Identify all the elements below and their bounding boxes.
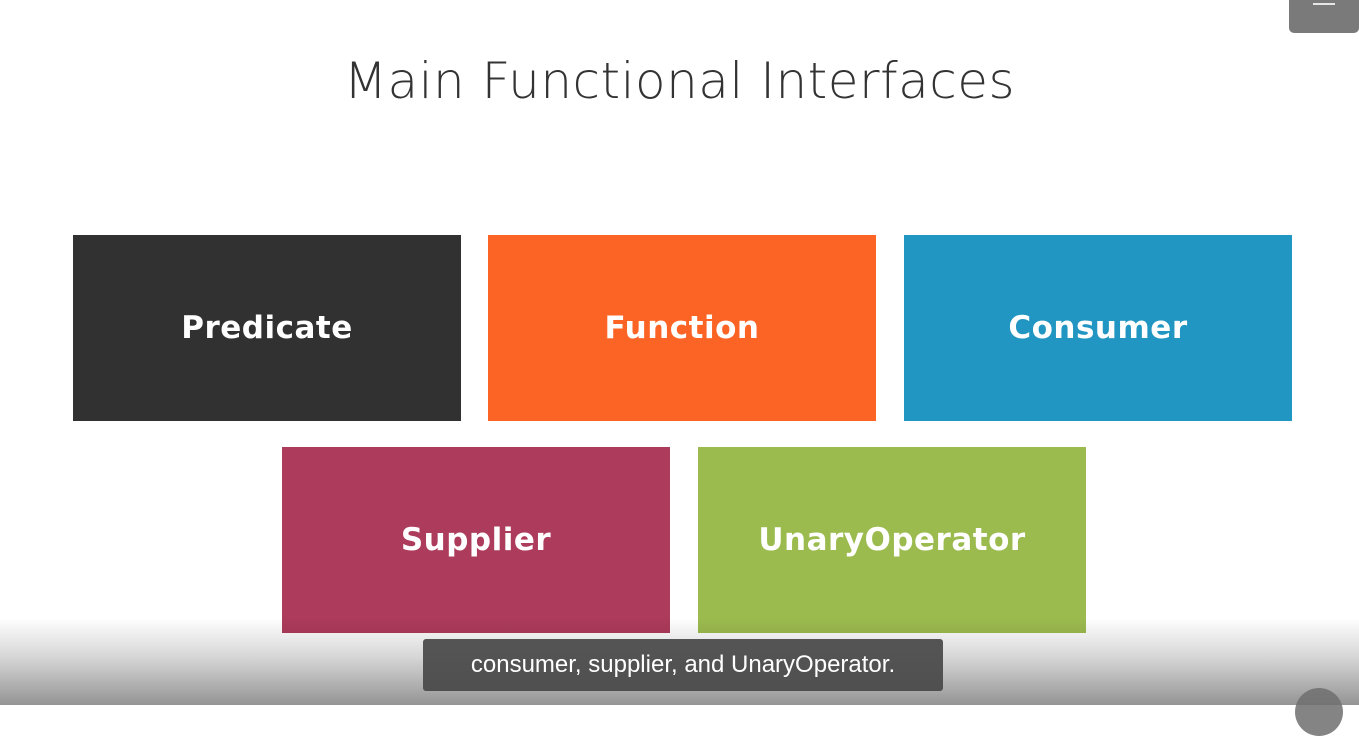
tile-unaryoperator: UnaryOperator [698, 447, 1086, 633]
hamburger-menu-icon [1313, 3, 1335, 5]
tile-predicate: Predicate [73, 235, 461, 421]
tile-supplier: Supplier [282, 447, 670, 633]
tile-consumer: Consumer [904, 235, 1292, 421]
menu-button[interactable] [1289, 0, 1359, 33]
tile-function: Function [488, 235, 876, 421]
tile-label: UnaryOperator [758, 522, 1026, 558]
slide-title: Main Functional Interfaces [343, 52, 1016, 110]
tile-label: Consumer [1008, 310, 1188, 346]
tile-label: Supplier [400, 522, 552, 558]
next-arrow-icon[interactable] [1295, 688, 1343, 736]
subtitle-caption: consumer, supplier, and UnaryOperator. [423, 639, 943, 691]
tile-label: Function [604, 310, 760, 346]
tile-label: Predicate [181, 310, 353, 346]
